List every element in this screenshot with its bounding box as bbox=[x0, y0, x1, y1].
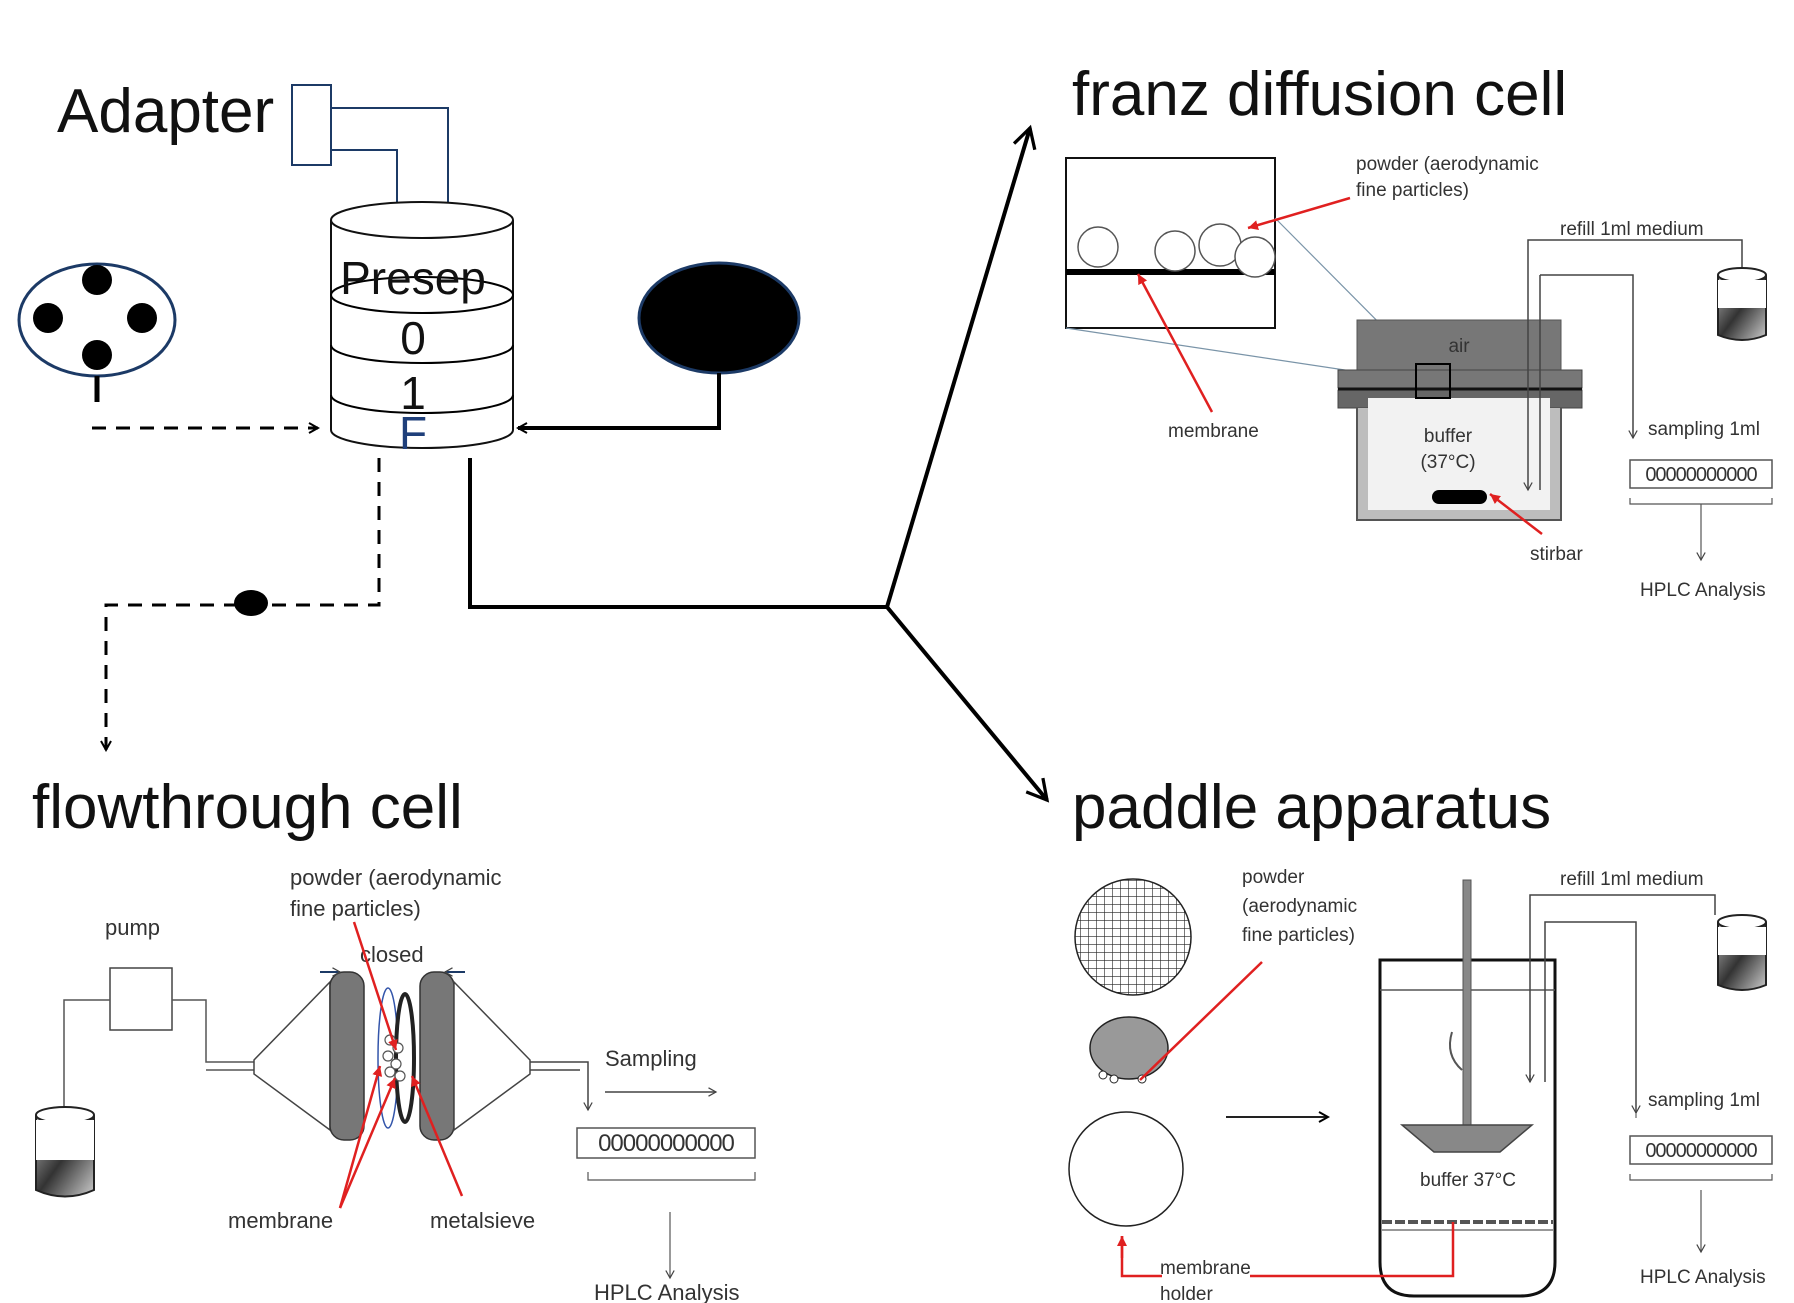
flow-sampling-label: Sampling bbox=[605, 1046, 697, 1071]
paddle-holder-label-1: membrane bbox=[1160, 1258, 1251, 1279]
flow-sieve-pointer bbox=[410, 1075, 464, 1197]
flow-cell bbox=[253, 967, 593, 1141]
franz-tubes: 00000000000 bbox=[1645, 464, 1757, 486]
adapter-connector bbox=[291, 84, 449, 218]
flow-membrane-pointer-1 bbox=[338, 1065, 383, 1209]
flow-title: flowthrough cell bbox=[32, 773, 463, 842]
franz-membrane-label: membrane bbox=[1168, 421, 1259, 442]
flow-metalsieve-label: metalsieve bbox=[430, 1208, 535, 1233]
franz-stirbar-label: stirbar bbox=[1530, 544, 1583, 565]
flow-powder-label-1: powder (aerodynamic bbox=[290, 865, 502, 890]
flow-sample-rack bbox=[576, 1127, 756, 1280]
franz-cell bbox=[1337, 239, 1743, 535]
stage-presep-label: Presep bbox=[340, 252, 486, 304]
paddle-powder-label-3: fine particles) bbox=[1242, 925, 1355, 946]
solid-branch-arrows bbox=[468, 124, 1050, 803]
adapter-title: Adapter bbox=[57, 77, 274, 146]
franz-medium-beaker-icon bbox=[1717, 267, 1767, 341]
flow-powder-label-2: fine particles) bbox=[290, 896, 421, 921]
paddle-sieve-icon bbox=[1074, 878, 1192, 996]
franz-zoom-box bbox=[1065, 157, 1419, 382]
paddle-buffer-label: buffer 37°C bbox=[1420, 1170, 1516, 1191]
franz-refill-label: refill 1ml medium bbox=[1560, 219, 1704, 240]
paddle-tubes: 00000000000 bbox=[1645, 1140, 1757, 1162]
paddle-sample-rack bbox=[1629, 1135, 1773, 1254]
franz-air-label: air bbox=[1448, 336, 1470, 357]
flow-hplc-label: HPLC Analysis bbox=[594, 1280, 740, 1303]
flow-medium-beaker-icon bbox=[35, 1106, 95, 1198]
paddle-powder-disk-icon bbox=[1089, 1016, 1169, 1084]
franz-sampling-label: sampling 1ml bbox=[1648, 419, 1760, 440]
franz-powder-pointer bbox=[1247, 196, 1351, 230]
stage-plate-icon bbox=[17, 262, 177, 402]
franz-hplc-label: HPLC Analysis bbox=[1640, 580, 1766, 601]
flow-tubes: 00000000000 bbox=[598, 1130, 734, 1157]
paddle-membrane-holder-icon bbox=[1068, 1111, 1184, 1227]
paddle-vessel bbox=[1378, 879, 1716, 1298]
franz-sample-rack bbox=[1629, 459, 1773, 562]
flow-membrane-pointer-2 bbox=[338, 1077, 397, 1209]
franz-membrane-pointer bbox=[1136, 273, 1214, 413]
paddle-powder-label-2: (aerodynamic bbox=[1242, 896, 1357, 917]
flow-closed-label: closed bbox=[360, 942, 424, 967]
paddle-holder-label-2: holder bbox=[1160, 1284, 1213, 1303]
franz-buffer-label-1: buffer bbox=[1424, 426, 1473, 447]
paddle-powder-label-1: powder bbox=[1242, 867, 1305, 888]
dashed-path-to-flow-cell bbox=[106, 458, 381, 750]
paddle-hplc-label: HPLC Analysis bbox=[1640, 1267, 1766, 1288]
filter-disk-icon bbox=[518, 261, 801, 428]
flow-pump-label: pump bbox=[105, 915, 160, 940]
franz-title: franz diffusion cell bbox=[1072, 60, 1567, 129]
stage-0-label: 0 bbox=[400, 312, 426, 364]
impactor-stack bbox=[330, 201, 514, 449]
franz-powder-label-1: powder (aerodynamic bbox=[1356, 154, 1539, 175]
paddle-title: paddle apparatus bbox=[1072, 773, 1551, 842]
franz-powder-label-2: fine particles) bbox=[1356, 180, 1469, 201]
flow-membrane-label: membrane bbox=[228, 1208, 333, 1233]
flow-powder-pointer bbox=[352, 921, 398, 1051]
stage-1-label: 1 bbox=[400, 367, 426, 419]
franz-buffer-label-2: (37°C) bbox=[1420, 452, 1475, 473]
paddle-medium-beaker-icon bbox=[1717, 914, 1767, 991]
flow-pump bbox=[63, 967, 254, 1120]
paddle-refill-label: refill 1ml medium bbox=[1560, 869, 1704, 890]
paddle-sampling-label: sampling 1ml bbox=[1648, 1090, 1760, 1111]
stage-f-label: F bbox=[399, 407, 427, 459]
paddle-powder-pointer bbox=[1139, 961, 1263, 1081]
